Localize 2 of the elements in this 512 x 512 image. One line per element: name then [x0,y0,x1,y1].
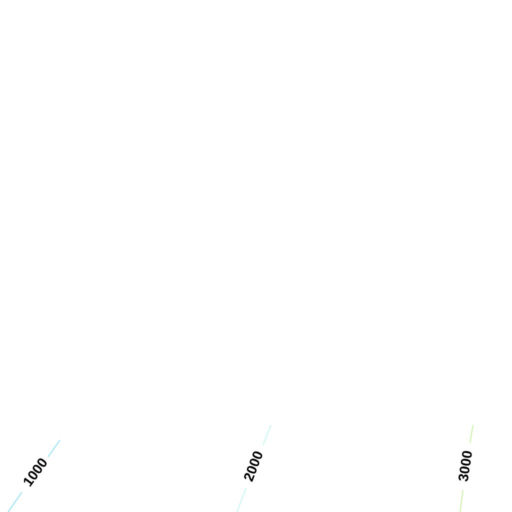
contour-label: 2000 [240,448,266,484]
contour-label: 3000 [456,450,474,482]
